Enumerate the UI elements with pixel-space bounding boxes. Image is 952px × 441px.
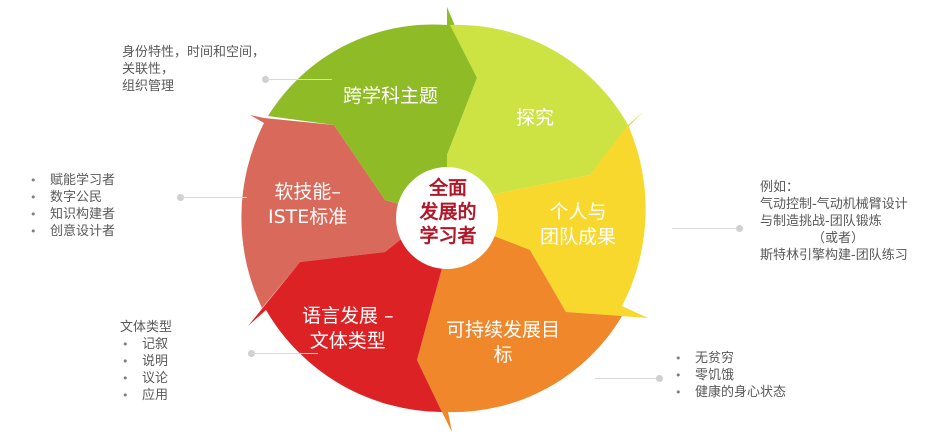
note-bullet: 记叙 [114, 336, 172, 353]
note-interdisciplinary: 身份特性，时间和空间， 关联性， 组织管理 [122, 44, 265, 95]
segment-label-line: 文体类型 [309, 330, 386, 352]
segment-language [248, 218, 447, 412]
segment-sustainability [417, 218, 622, 432]
note-line: （或者） [812, 231, 865, 246]
connector-line [595, 378, 657, 379]
segment-label-line: 语言发展 – [302, 305, 394, 327]
center-line: 全面 [428, 177, 467, 199]
segment-label-line: 可持续发展目 [446, 319, 561, 341]
segment-soft-skills [241, 115, 447, 308]
note-bullet: 应用 [114, 387, 172, 404]
note-line: 身份特性，时间和空间， [122, 45, 266, 60]
segment-label-sustainability: 可持续发展目 标 [446, 318, 560, 368]
center-line: 学习者 [419, 225, 477, 247]
segment-label-line: 探究 [516, 107, 555, 129]
connector-line [672, 228, 737, 229]
center-label: 全面 发展的 学习者 [400, 176, 496, 248]
segment-label-language: 语言发展 – 文体类型 [302, 304, 394, 354]
connector-dot [262, 76, 269, 83]
segment-label-line: 团队成果 [540, 226, 617, 248]
note-bullet: 零饥饿 [667, 367, 786, 384]
connector-dot [177, 194, 184, 201]
note-heading: 文体类型 [120, 320, 173, 335]
note-bullet: 数字公民 [22, 189, 115, 206]
note-sustainability: 无贫穷 零饥饿 健康的身心状态 [667, 350, 786, 401]
note-line: 斯特林引擎构建-团队练习 [760, 248, 908, 263]
note-language: 文体类型 记叙 说明 议论 应用 [120, 319, 172, 404]
segment-outcomes [447, 125, 648, 318]
segment-label-inquiry: 探究 [516, 106, 554, 131]
note-line: 例如： [760, 180, 800, 195]
connector-dot [656, 375, 663, 382]
connector-dot [248, 350, 255, 357]
segment-label-line: 个人与 [549, 201, 607, 223]
note-bullet: 知识构建者 [22, 206, 115, 223]
connector-line [266, 79, 332, 80]
segment-label-soft-skills: 软技能– ISTE标准 [268, 180, 347, 230]
note-bullet: 赋能学习者 [22, 172, 115, 189]
segment-inquiry [447, 24, 643, 219]
segment-label-line: 标 [493, 344, 513, 366]
segment-label-line: 软技能– [274, 181, 341, 203]
note-soft-skills: 赋能学习者 数字公民 知识构建者 创意设计者 [22, 172, 115, 240]
note-line: 气动控制-气动机械臂设计 [760, 197, 908, 212]
center-circle [396, 167, 498, 269]
note-line: 组织管理 [122, 79, 175, 94]
note-bullet: 说明 [114, 353, 172, 370]
segment-label-interdisciplinary: 跨学科主题 [343, 84, 438, 109]
note-line: 与制造挑战-团队锻炼 [760, 214, 882, 229]
note-bullet: 议论 [114, 370, 172, 387]
segment-label-line: ISTE标准 [268, 206, 348, 228]
connector-line [181, 197, 247, 198]
segment-label-outcomes: 个人与 团队成果 [540, 200, 616, 250]
center-line: 发展的 [419, 201, 477, 223]
note-line: 关联性， [122, 62, 175, 77]
connector-line [252, 353, 318, 354]
note-bullet: 无贫穷 [667, 350, 786, 367]
segment-label-line: 跨学科主题 [343, 85, 439, 107]
note-bullet: 健康的身心状态 [667, 384, 786, 401]
note-bullet: 创意设计者 [22, 223, 115, 240]
note-outcomes: 例如： 气动控制-气动机械臂设计 与制造挑战-团队锻炼 （或者） 斯特林引擎构建… [760, 179, 908, 264]
segment-interdisciplinary [268, 7, 477, 218]
connector-dot [736, 225, 743, 232]
